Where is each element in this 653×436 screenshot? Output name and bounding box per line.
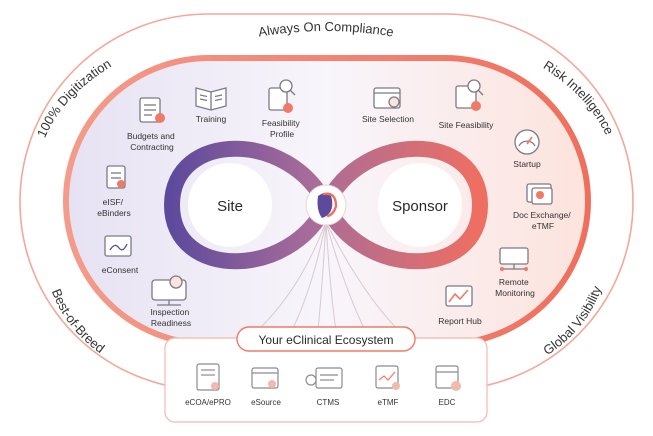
feasibility-search-icon: [268, 79, 296, 113]
sponsor-item-label-startup: Startup: [513, 159, 541, 169]
site-item-label-eisf: eISF/ eBinders: [97, 197, 131, 218]
doc-exchange-icon: [526, 183, 553, 205]
startup-gauge-icon: [514, 129, 540, 155]
consent-sign-icon: [104, 235, 132, 257]
outer-label-bottom-left: Best-of-Breed: [49, 287, 108, 356]
esif-doc-icon: [106, 165, 126, 189]
ecosystem-label-esource: eSource: [251, 398, 281, 407]
book-icon: [195, 87, 227, 111]
center-logo-icon: [305, 184, 347, 226]
sponsor-item-label-site-feasibility: Site Feasibility: [439, 120, 495, 130]
site-item-label-training: Training: [196, 114, 227, 124]
site-feasibility-icon: [455, 79, 484, 111]
ecoa-icon: [196, 363, 220, 391]
remote-monitoring-icon: [499, 247, 529, 271]
site-hub-label: Site: [217, 198, 243, 215]
report-chart-icon: [445, 285, 473, 307]
ecosystem-label-ctms: CTMS: [317, 398, 340, 407]
esource-icon: [251, 367, 279, 389]
ecosystem-label-etmf: eTMF: [378, 398, 399, 407]
ecosystem-title-pill: [236, 326, 416, 352]
sponsor-item-label-remote-monitoring: Remote Monitoring: [495, 277, 535, 298]
sponsor-item-label-site-selection: Site Selection: [362, 114, 414, 124]
ecosystem-label-ecoa: eCOA/ePRO: [185, 398, 231, 407]
sponsor-hub: [378, 163, 462, 247]
sponsor-item-label-doc-exchange: Doc Exchange/ eTMF: [513, 210, 573, 231]
connector-lines: [257, 221, 399, 331]
site-item-label-budgets: Budgets and Contracting: [127, 131, 177, 152]
site-hub: [188, 163, 272, 247]
outer-label-top: Always On Compliance: [257, 19, 395, 40]
site-item-label-feasibility: Feasibility Profile: [262, 118, 302, 139]
ecosystem-label-edc: EDC: [439, 398, 456, 407]
ecosystem-title: Your eClinical Ecosystem: [259, 333, 394, 347]
site-selection-icon: [373, 87, 401, 109]
sponsor-item-label-report-hub: Report Hub: [438, 316, 482, 326]
sponsor-hub-label: Sponsor: [392, 198, 448, 215]
etmf-icon: [375, 365, 400, 390]
budget-doc-icon: [139, 97, 165, 123]
edc-icon: [435, 365, 461, 391]
site-item-label-inspection: Inspection Readiness: [150, 307, 191, 328]
ctms-icon: [305, 367, 343, 389]
inspection-network-icon: [151, 275, 187, 306]
site-item-label-econsent: eConsent: [102, 265, 139, 275]
